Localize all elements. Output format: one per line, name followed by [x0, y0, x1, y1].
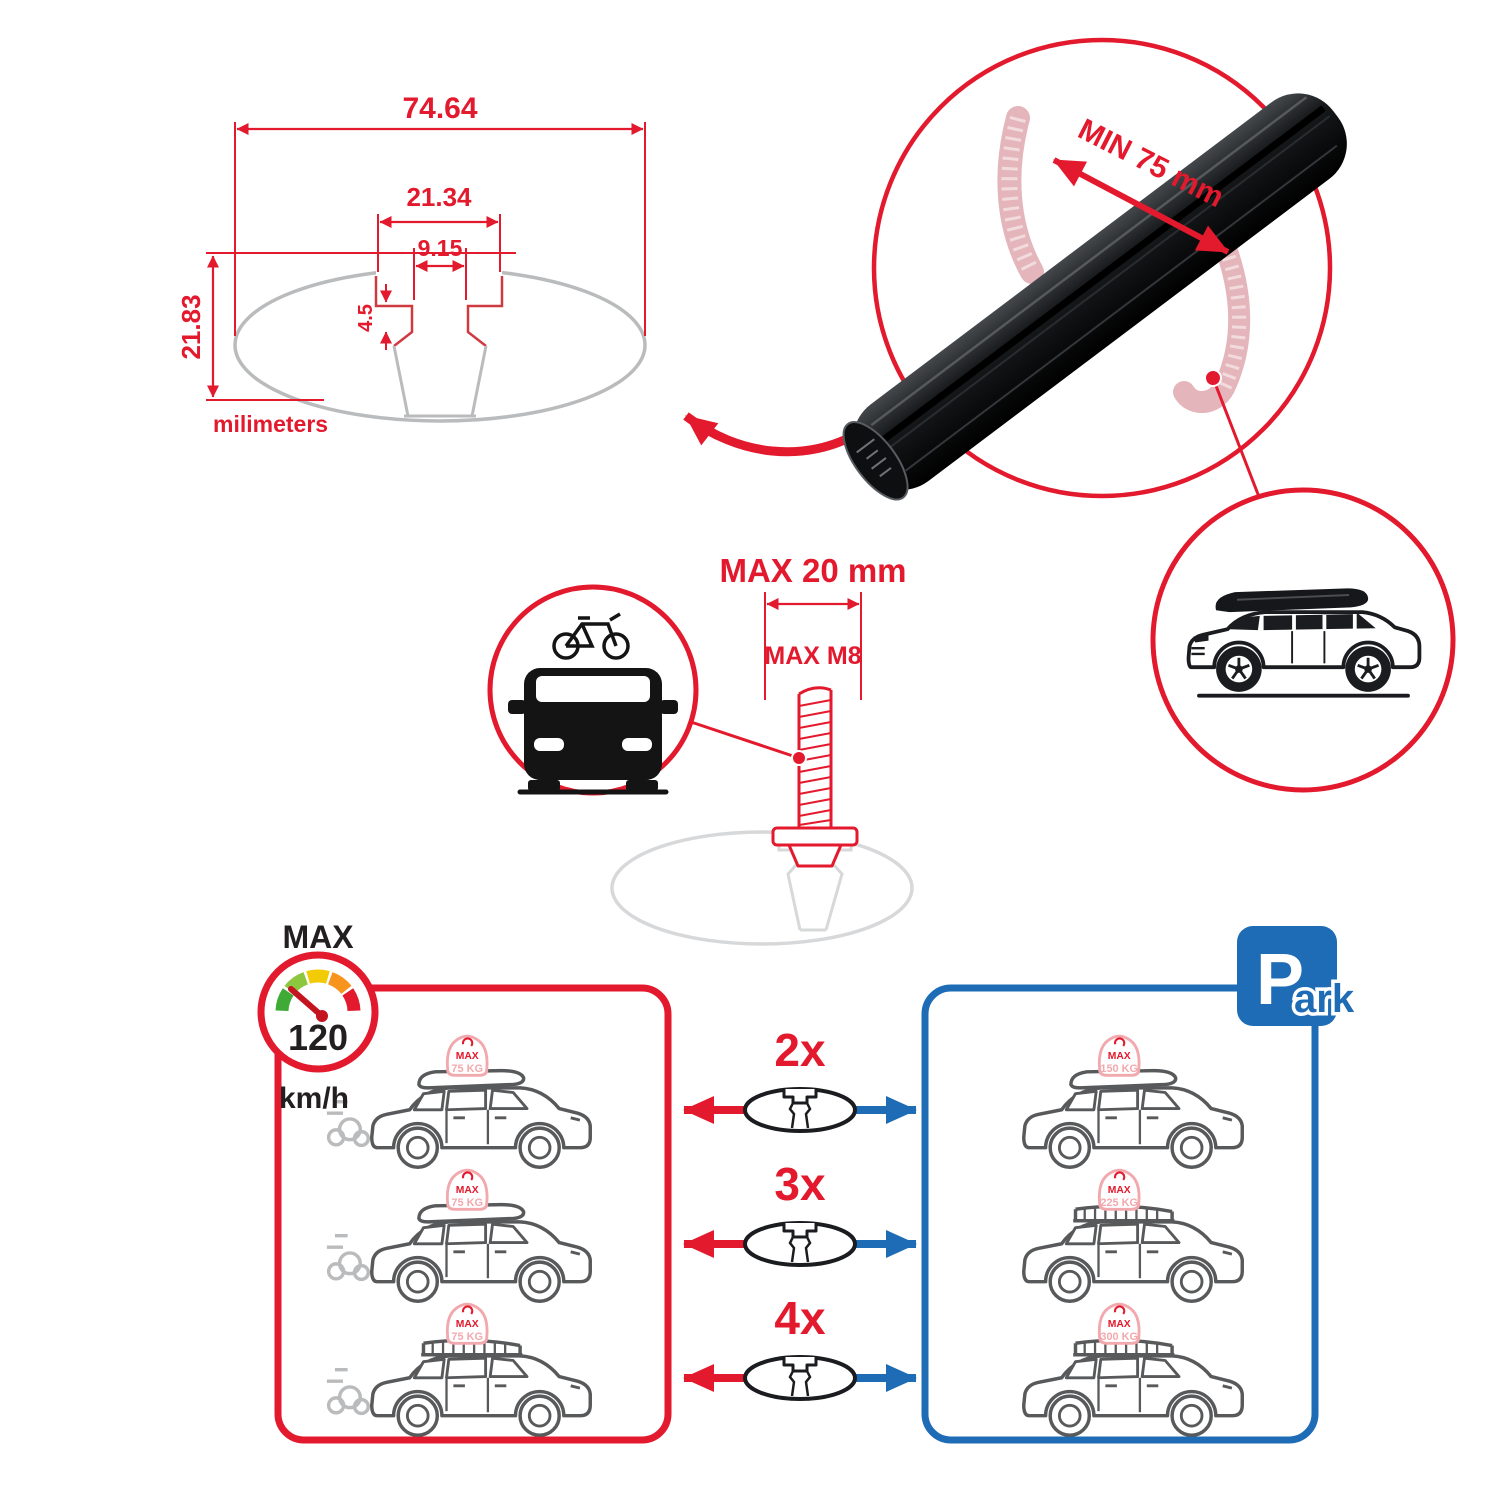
load-tag: MAX 300 KG [1097, 1302, 1141, 1345]
crossbar-profile-icon [743, 1087, 857, 1133]
bolt-icon [771, 686, 859, 868]
suv-roofbox-circle [1150, 487, 1456, 793]
gauge-needle [288, 986, 325, 1019]
dim-total-width-label: 74.64 [402, 92, 477, 125]
multiplier-rows: 2x 3x 4x [683, 1024, 917, 1401]
dim-channel-width-label: 21.34 [406, 182, 472, 212]
load-hook-icon [462, 1305, 474, 1315]
load-tag: MAX 150 KG [1097, 1034, 1141, 1077]
parked-car-row-2: MAX 225 KG [1022, 1168, 1244, 1303]
profile-stem [392, 345, 488, 418]
clamp-strap-right [1173, 227, 1251, 413]
bicycle-icon [552, 612, 630, 660]
tag-max-label: MAX [1108, 1319, 1131, 1330]
channel-right-wall [466, 276, 504, 347]
bolt-callout-dot [791, 750, 807, 766]
channel-mask [376, 266, 502, 418]
load-hook-icon [1114, 1037, 1126, 1047]
speed-unit: km/h [279, 1082, 349, 1115]
pointer-arrow [683, 412, 863, 457]
profile-technical-drawing: 74.64 21.34 9.15 4.5 21.83 milimeters [176, 92, 647, 437]
ghost-channel [777, 832, 853, 932]
crossbar-profile-icon [743, 1355, 857, 1401]
tag-weight-label: 75 KG [451, 1331, 483, 1343]
tag-max-label: MAX [456, 1319, 479, 1330]
tag-weight-label: 150 KG [1100, 1063, 1138, 1075]
bolt-max-length-label: MAX 20 mm [719, 552, 906, 589]
parking-sign-ark: ark [1294, 977, 1355, 1021]
parked-car-row-1: MAX 150 KG [1022, 1034, 1244, 1169]
bolt-max-thread-label: MAX M8 [764, 642, 861, 670]
parking-sign-p: P [1256, 940, 1304, 1020]
load-tag: MAX 225 KG [1097, 1168, 1141, 1211]
min-clamp-arrow [1052, 157, 1230, 255]
tag-max-label: MAX [1108, 1051, 1131, 1062]
tag-max-label: MAX [1108, 1185, 1131, 1196]
tag-weight-label: 300 KG [1100, 1331, 1138, 1343]
parking-sign-square [1237, 926, 1337, 1026]
load-tag: MAX 75 KG [445, 1302, 489, 1345]
dim-height-label: 21.83 [176, 294, 206, 359]
bolt-diagram: MAX 20 mm MAX M8 [487, 552, 914, 946]
tag-weight-label: 75 KG [451, 1063, 483, 1075]
channel-left-wall [374, 276, 414, 347]
driving-panel: MAX 75 KG MAX 75 KG MAX 75 KG [274, 984, 672, 1444]
bolt-callout-line [690, 720, 800, 760]
load-hook-icon [462, 1037, 474, 1047]
speed-limit-gauge: MAX 120 km/h [257, 919, 379, 1115]
parked-panel: MAX 150 KG MAX 225 KG MAX 300 KG [921, 984, 1319, 1444]
load-tag: MAX 75 KG [445, 1034, 489, 1077]
bike-car-circle [487, 584, 699, 796]
crossbar-detail-circle: MIN 75 mm [842, 37, 1347, 503]
driving-car-row-2: MAX 75 KG [325, 1168, 592, 1303]
suv-with-roofbox-icon [1186, 588, 1422, 698]
driving-car-row-3: MAX 75 KG [325, 1302, 592, 1437]
driving-car-row-1: MAX 75 KG [325, 1034, 592, 1169]
clamp-strap-left-ribs [1001, 115, 1040, 276]
reference-lines-height [206, 252, 516, 401]
crossbar-profile-icon [743, 1221, 857, 1267]
tag-max-label: MAX [456, 1051, 479, 1062]
speed-max-label: MAX [282, 919, 354, 955]
callout-line [1211, 377, 1263, 503]
load-tag: MAX 75 KG [445, 1168, 489, 1211]
bolt-extension-lines [764, 592, 862, 700]
dim-slot-width-label: 9.15 [418, 235, 463, 261]
ghost-profile-ellipse [610, 830, 914, 946]
gauge-hub [316, 1010, 328, 1022]
multiplier-label-2: 3x [774, 1158, 826, 1210]
tag-max-label: MAX [456, 1185, 479, 1196]
dim-slot-depth-label: 4.5 [355, 304, 377, 332]
parked-car-row-3: MAX 300 KG [1022, 1302, 1244, 1437]
load-hook-icon [462, 1171, 474, 1181]
tag-weight-label: 75 KG [451, 1197, 483, 1209]
tag-weight-label: 225 KG [1100, 1197, 1138, 1209]
load-hook-icon [1114, 1305, 1126, 1315]
speed-value: 120 [288, 1017, 348, 1058]
extension-lines-channel [377, 214, 501, 272]
load-hook-icon [1114, 1171, 1126, 1181]
multiplier-label-3: 4x [774, 1292, 826, 1344]
extension-lines-total [234, 122, 646, 336]
extension-lines-slot [413, 248, 467, 300]
callout-dot [1204, 369, 1222, 387]
units-label: milimeters [213, 411, 328, 437]
parking-sign: P ark [1237, 926, 1358, 1026]
parked-panel-border [921, 984, 1319, 1444]
multiplier-label-1: 2x [774, 1024, 826, 1076]
car-front-icon [508, 668, 678, 791]
